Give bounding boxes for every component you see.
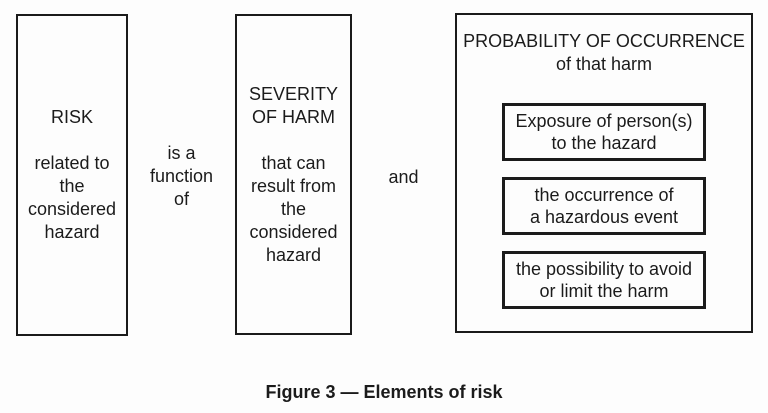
risk-box-body: related to the considered hazard <box>27 153 117 242</box>
probability-box: PROBABILITY OF OCCURRENCE of that harm E… <box>455 13 753 333</box>
connector-is-a-function-of: is a function of <box>149 143 214 209</box>
risk-box-title: RISK <box>50 107 93 127</box>
figure-caption: Figure 3 — Elements of risk <box>265 382 503 402</box>
probability-box-subtitle: of that harm <box>555 54 653 74</box>
factor-box-hazardous-event: the occurrence of a hazardous event <box>502 177 706 235</box>
connector-and: and <box>388 167 419 187</box>
risk-box: RISK related to the considered hazard <box>16 14 128 336</box>
factor-box-exposure: Exposure of person(s) to the hazard <box>502 103 706 161</box>
severity-box-title: SEVERITY OF HARM <box>248 83 339 127</box>
probability-box-title: PROBABILITY OF OCCURRENCE <box>463 31 745 51</box>
probability-factors: Exposure of person(s) to the hazard the … <box>457 103 751 309</box>
factor-box-avoid-limit: the possibility to avoid or limit the ha… <box>502 251 706 309</box>
severity-box-body: that can result from the considered haza… <box>249 152 338 265</box>
severity-box: SEVERITY OF HARM that can result from th… <box>235 14 352 335</box>
